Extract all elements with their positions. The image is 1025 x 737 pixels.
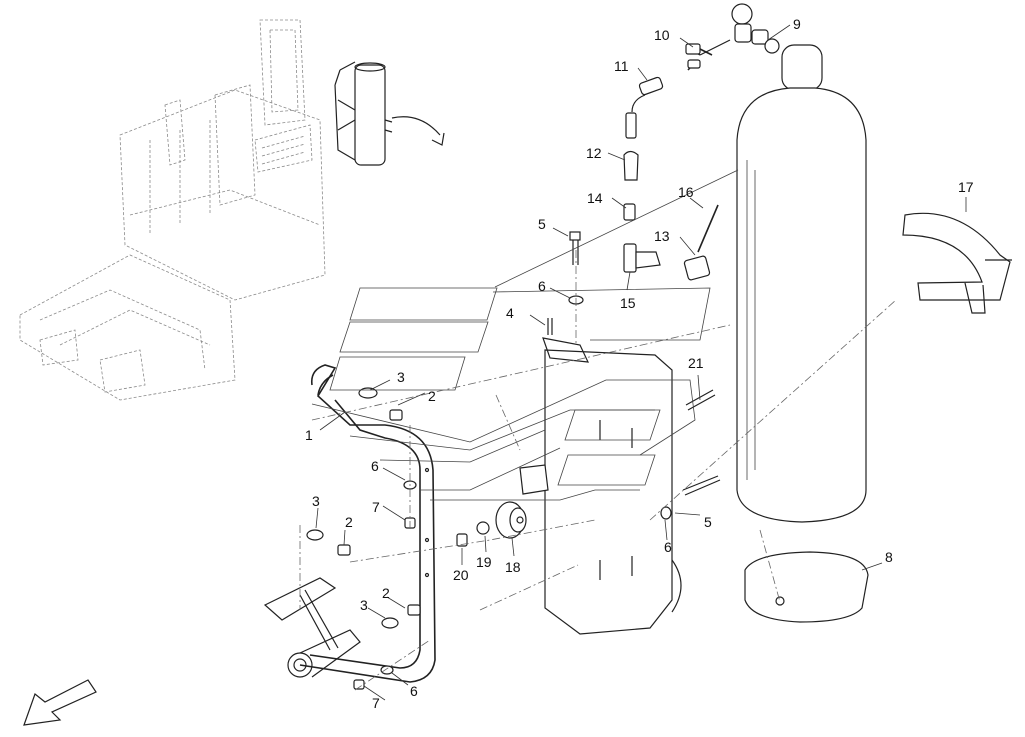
callout-6: 6	[538, 278, 546, 294]
callout-9: 9	[793, 16, 801, 32]
callout-8: 8	[885, 549, 893, 565]
callout-11: 11	[614, 58, 629, 74]
transfer-arrow	[391, 116, 441, 136]
callout-7: 7	[372, 499, 380, 515]
callout-10: 10	[654, 27, 670, 43]
callout-3: 3	[312, 493, 320, 509]
callout-17: 17	[958, 179, 974, 195]
callout-16: 16	[678, 184, 694, 200]
cylinder-strap	[902, 212, 1012, 314]
callout-6: 6	[410, 683, 418, 699]
callout-3: 3	[360, 597, 368, 613]
callout-2: 2	[382, 585, 390, 601]
gas-cylinder	[736, 44, 867, 523]
callout-2: 2	[345, 514, 353, 530]
callout-13: 13	[654, 228, 670, 244]
assembly-axes	[299, 250, 897, 691]
hose-fittings	[568, 39, 731, 305]
direction-arrow-icon	[23, 679, 97, 726]
callout-20: 20	[453, 567, 469, 583]
leader-lines	[315, 24, 967, 701]
callout-2: 2	[428, 388, 436, 404]
callout-5: 5	[538, 216, 546, 232]
callout-1: 1	[305, 427, 313, 443]
callout-12: 12	[586, 145, 602, 161]
callout-4: 4	[506, 305, 514, 321]
callout-19: 19	[476, 554, 492, 570]
callout-6: 6	[371, 458, 379, 474]
callout-14: 14	[587, 190, 603, 206]
base-plate	[744, 551, 869, 623]
callout-21: 21	[688, 355, 704, 371]
callout-6: 6	[664, 539, 672, 555]
tube-frame	[263, 364, 436, 683]
callout-3: 3	[397, 369, 405, 385]
platform-steps	[311, 169, 739, 501]
callout-5: 5	[704, 514, 712, 530]
vehicle-overview	[19, 19, 445, 401]
support-column	[495, 318, 682, 635]
callout-18: 18	[505, 559, 521, 575]
callout-labels: 1 2 2 2 3 3 3 4 5 5 6 6 6 6 7 7 8 9 10 1…	[305, 16, 974, 711]
vehicle-cylinder-highlight	[354, 64, 386, 166]
regulator-valve	[731, 3, 780, 54]
callout-7: 7	[372, 695, 380, 711]
callout-15: 15	[620, 295, 636, 311]
